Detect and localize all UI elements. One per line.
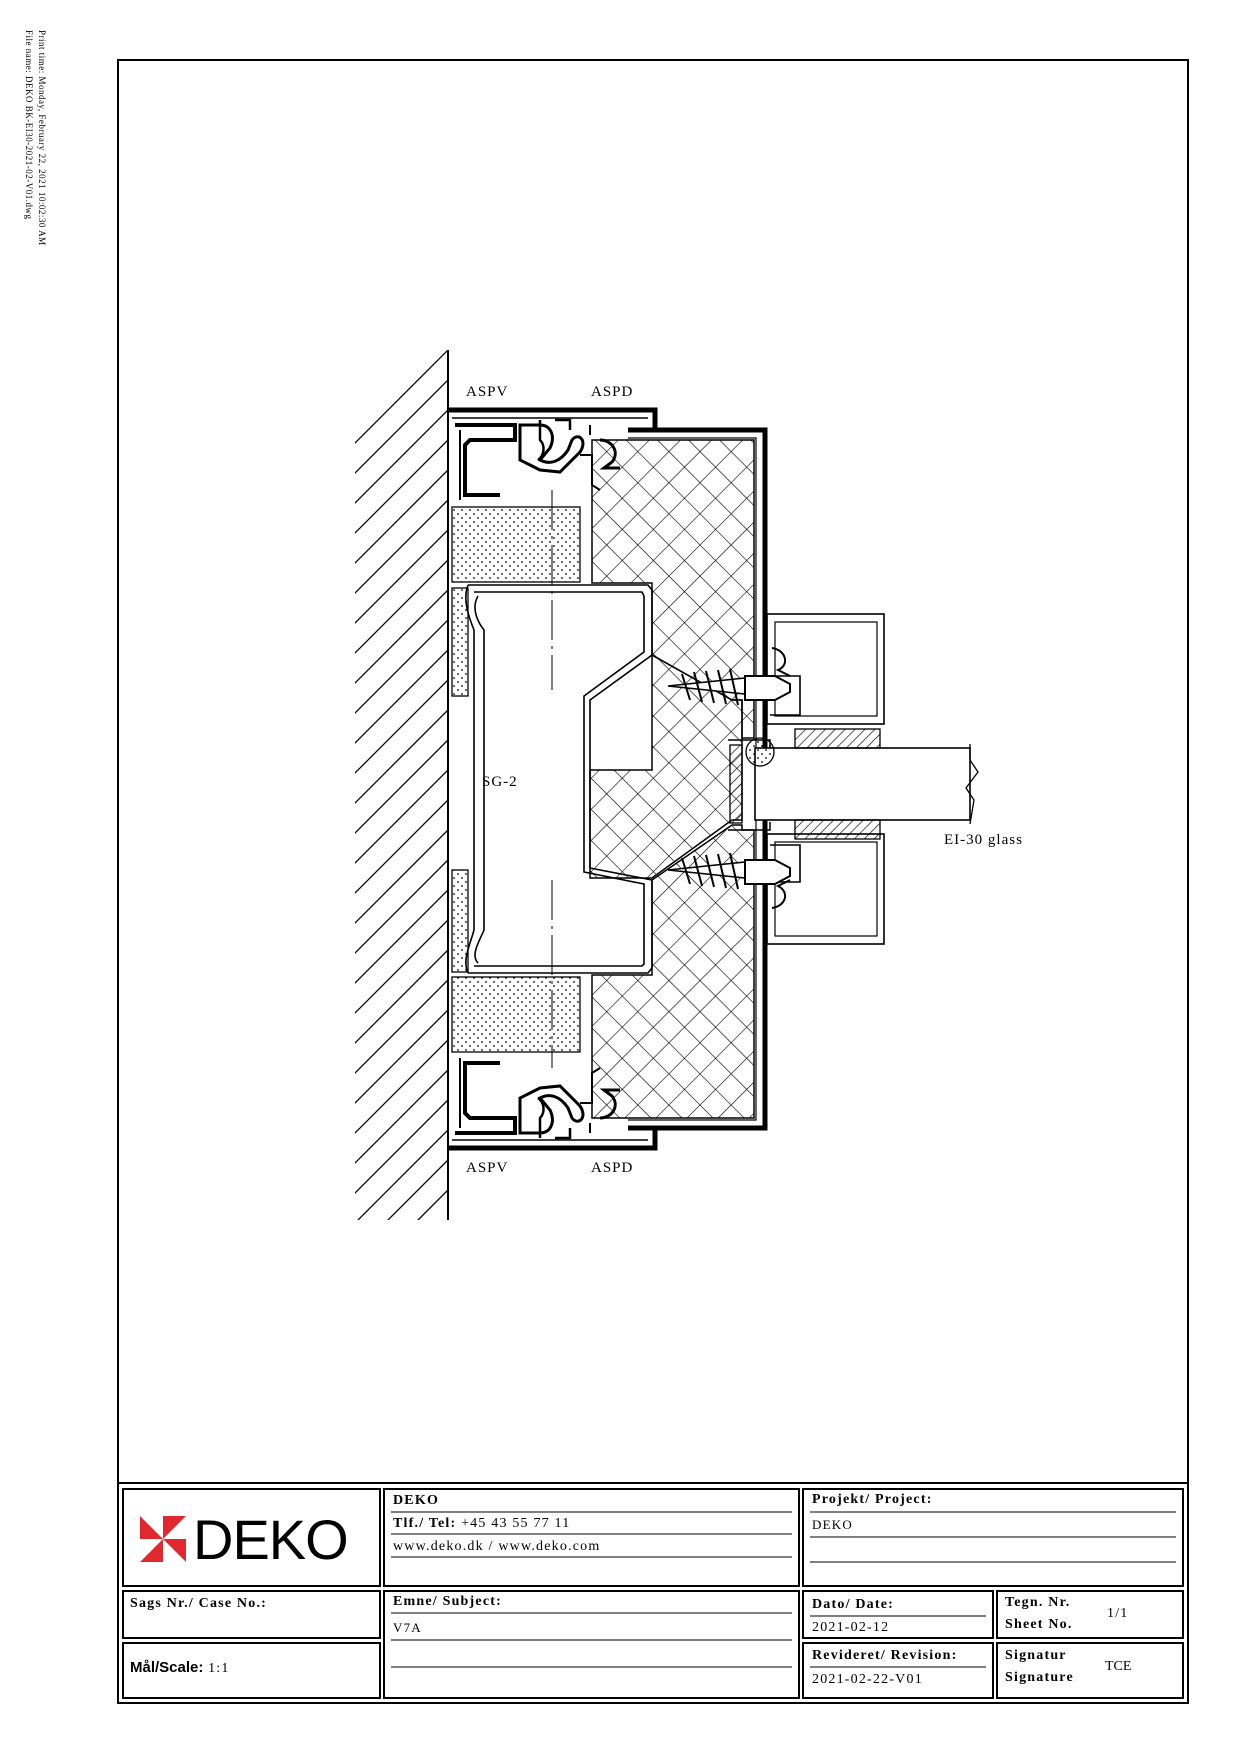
label-aspd-top: ASPD: [591, 384, 633, 400]
file-name: File name: DEKO BK-EI30-2021-02-V01.dwg: [24, 30, 34, 220]
label-sg2: SG-2: [482, 774, 518, 790]
sheet-label-1: Tegn. Nr.: [1005, 1595, 1071, 1610]
insulation: [589, 439, 755, 1119]
fire-seal-strips: [451, 506, 581, 1053]
sheet-border: [117, 59, 1189, 1704]
scale-value: 1:1: [208, 1661, 230, 1676]
label-aspv-top: ASPV: [466, 384, 508, 400]
company-tel: Tlf./ Tel: +45 43 55 77 11: [393, 1516, 570, 1532]
print-info: Print time: Monday, February 22, 2021 10…: [22, 30, 48, 246]
date-value: 2021-02-12: [812, 1620, 890, 1635]
revision-value: 2021-02-22-V01: [812, 1672, 923, 1687]
label-ei30-glass: EI-30 glass: [944, 832, 1023, 848]
date-label: Dato/ Date:: [812, 1597, 895, 1612]
label-aspd-bottom: ASPD: [591, 1160, 633, 1176]
glazing-frames: [766, 613, 885, 945]
signature-label-2: Signature: [1005, 1670, 1074, 1685]
case-label: Sags Nr./ Case No.:: [130, 1596, 268, 1611]
bottom-aspv-aspd-profiles: [448, 1058, 658, 1151]
revision-label: Revideret/ Revision:: [812, 1648, 958, 1663]
project-label: Projekt/ Project:: [812, 1492, 933, 1507]
sg2-profile: [465, 584, 653, 974]
company-web: www.deko.dk / www.deko.com: [393, 1539, 601, 1554]
deko-logo-mark: [140, 1516, 186, 1562]
sheet-label-2: Sheet No.: [1005, 1617, 1073, 1632]
deko-logo-wordmark: DEKO: [193, 1508, 349, 1571]
signature-value: TCE: [1105, 1659, 1132, 1674]
scale-row: Mål/Scale: 1:1: [130, 1659, 230, 1677]
subject-label: Emne/ Subject:: [393, 1594, 502, 1609]
subject-value: V7A: [393, 1620, 422, 1635]
tel-label: Tlf./ Tel:: [393, 1516, 457, 1531]
signature-label-1: Signatur: [1005, 1648, 1067, 1663]
wall-hatch: [355, 350, 448, 1220]
scale-label: Mål/Scale:: [130, 1659, 204, 1676]
tel-value: +45 43 55 77 11: [461, 1516, 571, 1531]
sheet-value: 1/1: [1107, 1606, 1129, 1621]
screws: [667, 668, 791, 890]
label-aspv-bottom: ASPV: [466, 1160, 508, 1176]
project-value: DEKO: [812, 1517, 853, 1532]
ei30-glass-pane: [728, 728, 979, 840]
company-name: DEKO: [393, 1493, 440, 1508]
print-time: Print time: Monday, February 22, 2021 10…: [37, 30, 47, 246]
title-block-frame: [118, 1482, 1188, 1699]
top-aspv-aspd-profiles: [448, 407, 658, 500]
